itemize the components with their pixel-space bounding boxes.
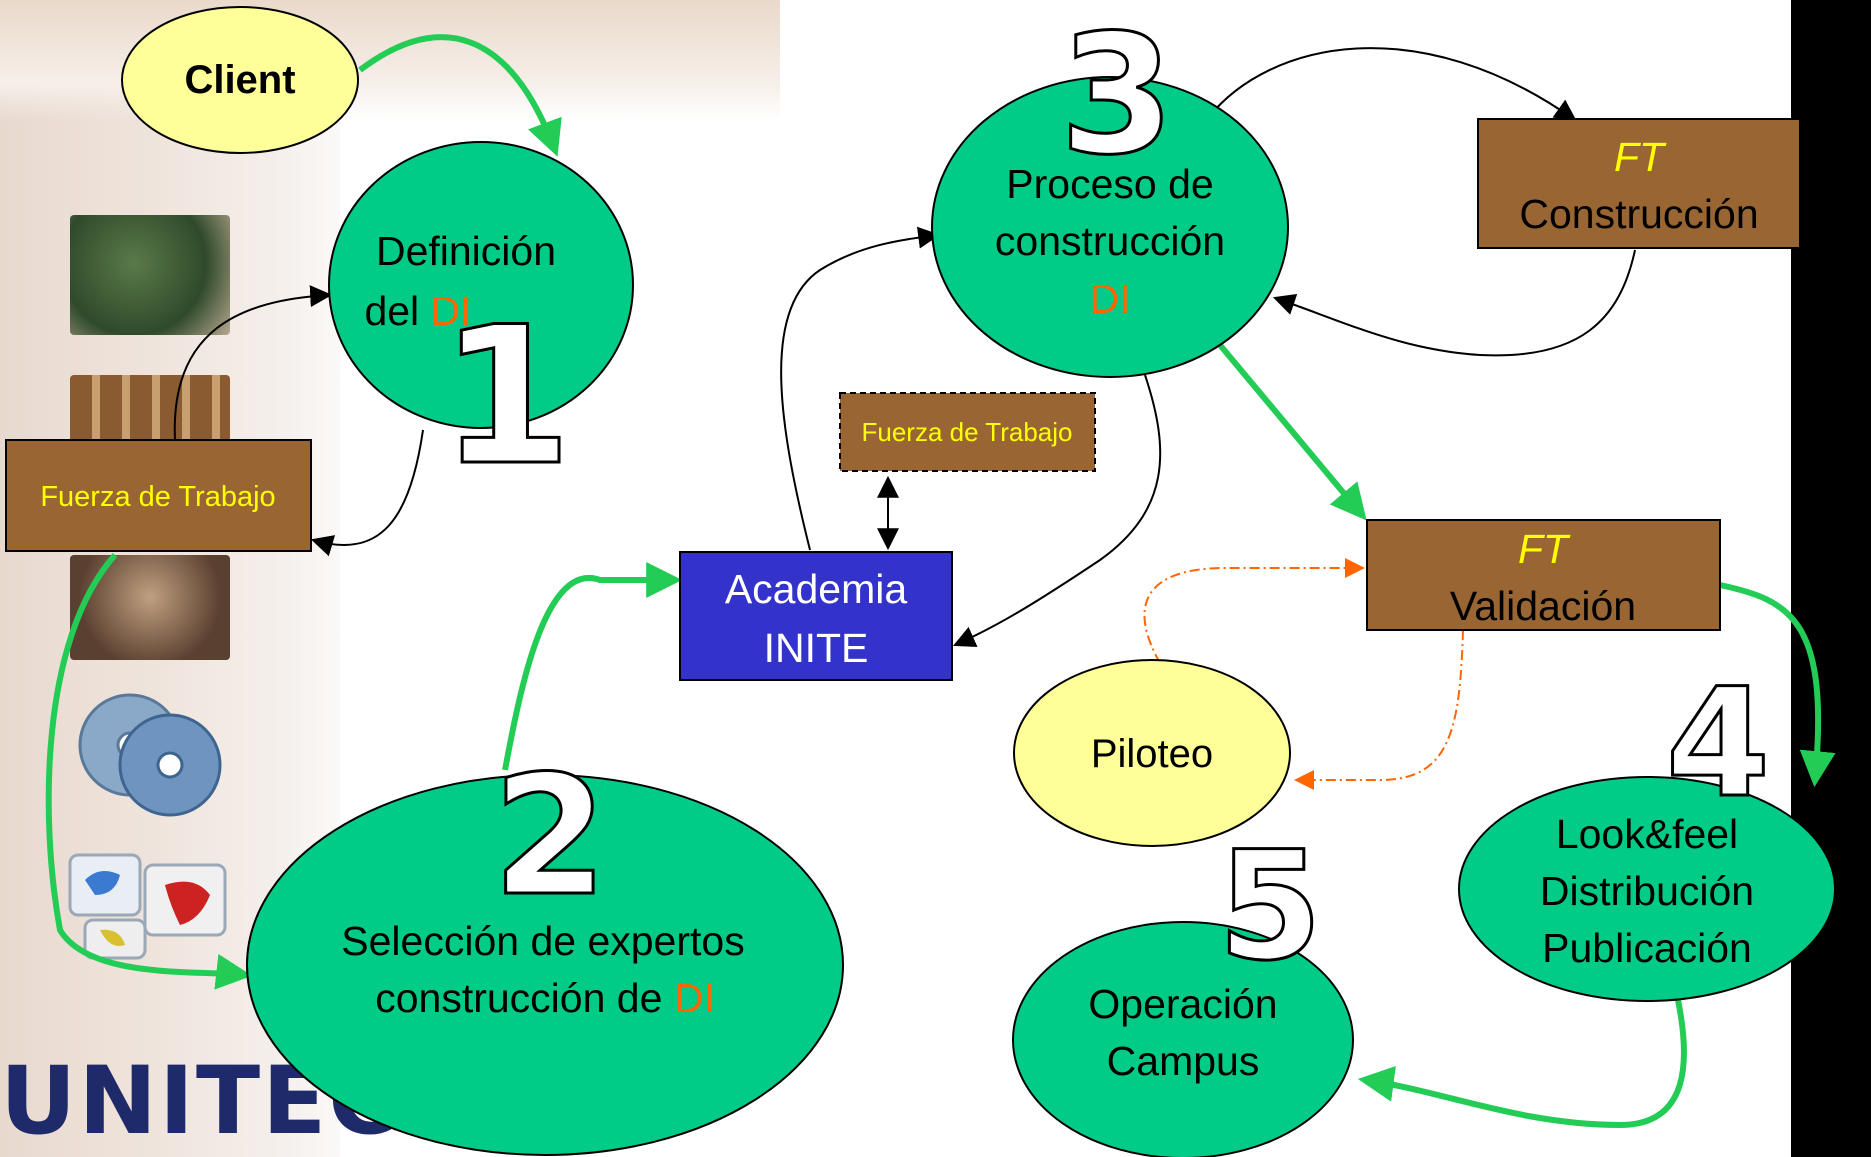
ft-validacion-box: FT Validación [1366,519,1721,631]
client-node: Client [121,6,359,154]
client-label: Client [184,58,295,102]
seleccion-line2: construcción de DI [375,975,715,1021]
arrow-proceso-to-ftconstruccion [1207,47,1577,122]
arrow-fuerza-to-definicion [173,285,333,441]
ft-construccion-ft: FT [1614,134,1667,180]
arrow-ftconstruccion-to-proceso [1272,249,1636,357]
arrow-look-to-operacion [1357,999,1687,1129]
archive-shelves-photo [70,375,230,445]
look-line3: Publicación [1542,925,1752,971]
arrow-proceso-to-validacion [1217,343,1367,521]
arrow-proceso-to-academia [952,374,1162,648]
definicion-line1: Definición [376,228,556,274]
look-feel-node: Look&feel Distribución Publicación [1458,776,1836,1002]
arrow-seleccion-to-academia [502,562,683,771]
step-number-1: 1 [440,286,572,507]
ft-construccion-box: FT Construcción [1477,118,1801,249]
arrow-piloteo-to-validacion [1143,558,1365,664]
seleccion-node: Selección de expertos construcción de DI [246,774,844,1156]
students-photo [70,215,230,335]
step-number-5: 5 [1218,820,1322,994]
ft-validacion-ft: FT [1518,526,1571,572]
operacion-line1: Operación [1088,981,1277,1027]
ft-validacion-label: Validación [1450,583,1636,629]
fuerza-trabajo-left-box: Fuerza de Trabajo [5,439,312,552]
definicion-line2: del DI [364,288,471,334]
operacion-line2: Campus [1107,1038,1260,1084]
operacion-node: Operación Campus [1012,921,1354,1157]
fuerza-trabajo-center-box: Fuerza de Trabajo [839,392,1096,472]
academia-box: Academia INITE [679,551,953,681]
fuerza-center-label: Fuerza de Trabajo [861,417,1072,447]
look-line2: Distribución [1540,868,1754,914]
arrow-definicion-to-fuerza [310,429,424,557]
proceso-di: DI [1090,276,1131,322]
proceso-line2: construcción [995,218,1225,264]
academia-line1: Academia [725,566,908,612]
arrow-validacion-to-piloteo [1294,629,1464,790]
arrow-validacion-to-look [1719,582,1836,788]
look-line1: Look&feel [1556,811,1738,857]
academia-line2: INITE [764,625,869,671]
definicion-node: Definición del DI [328,141,634,429]
arrow-client-to-definicion [358,34,562,157]
keyboard-keys-icon [65,850,235,960]
ft-construccion-label: Construcción [1519,191,1758,237]
piloteo-label: Piloteo [1091,732,1213,776]
step-number-2: 2 [493,740,608,932]
proceso-line1: Proceso de [1006,161,1213,207]
classroom-photo [70,555,230,660]
green-connectors [45,34,1836,1129]
right-dark-band [1791,0,1871,1157]
step-number-4: 4 [1666,657,1770,831]
fuerza-left-label: Fuerza de Trabajo [40,481,275,513]
cd-discs-icon [75,690,225,820]
piloteo-node: Piloteo [1013,659,1291,847]
arrow-fuerza-to-seleccion [45,553,253,990]
black-connectors [173,47,1636,648]
arrow-academia-to-proceso [780,226,941,551]
step-number-3: 3 [1060,0,1175,191]
seleccion-line1: Selección de expertos [341,918,744,964]
proceso-node: Proceso de construcción DI [931,76,1289,378]
orange-dashed-connectors [1143,558,1464,790]
